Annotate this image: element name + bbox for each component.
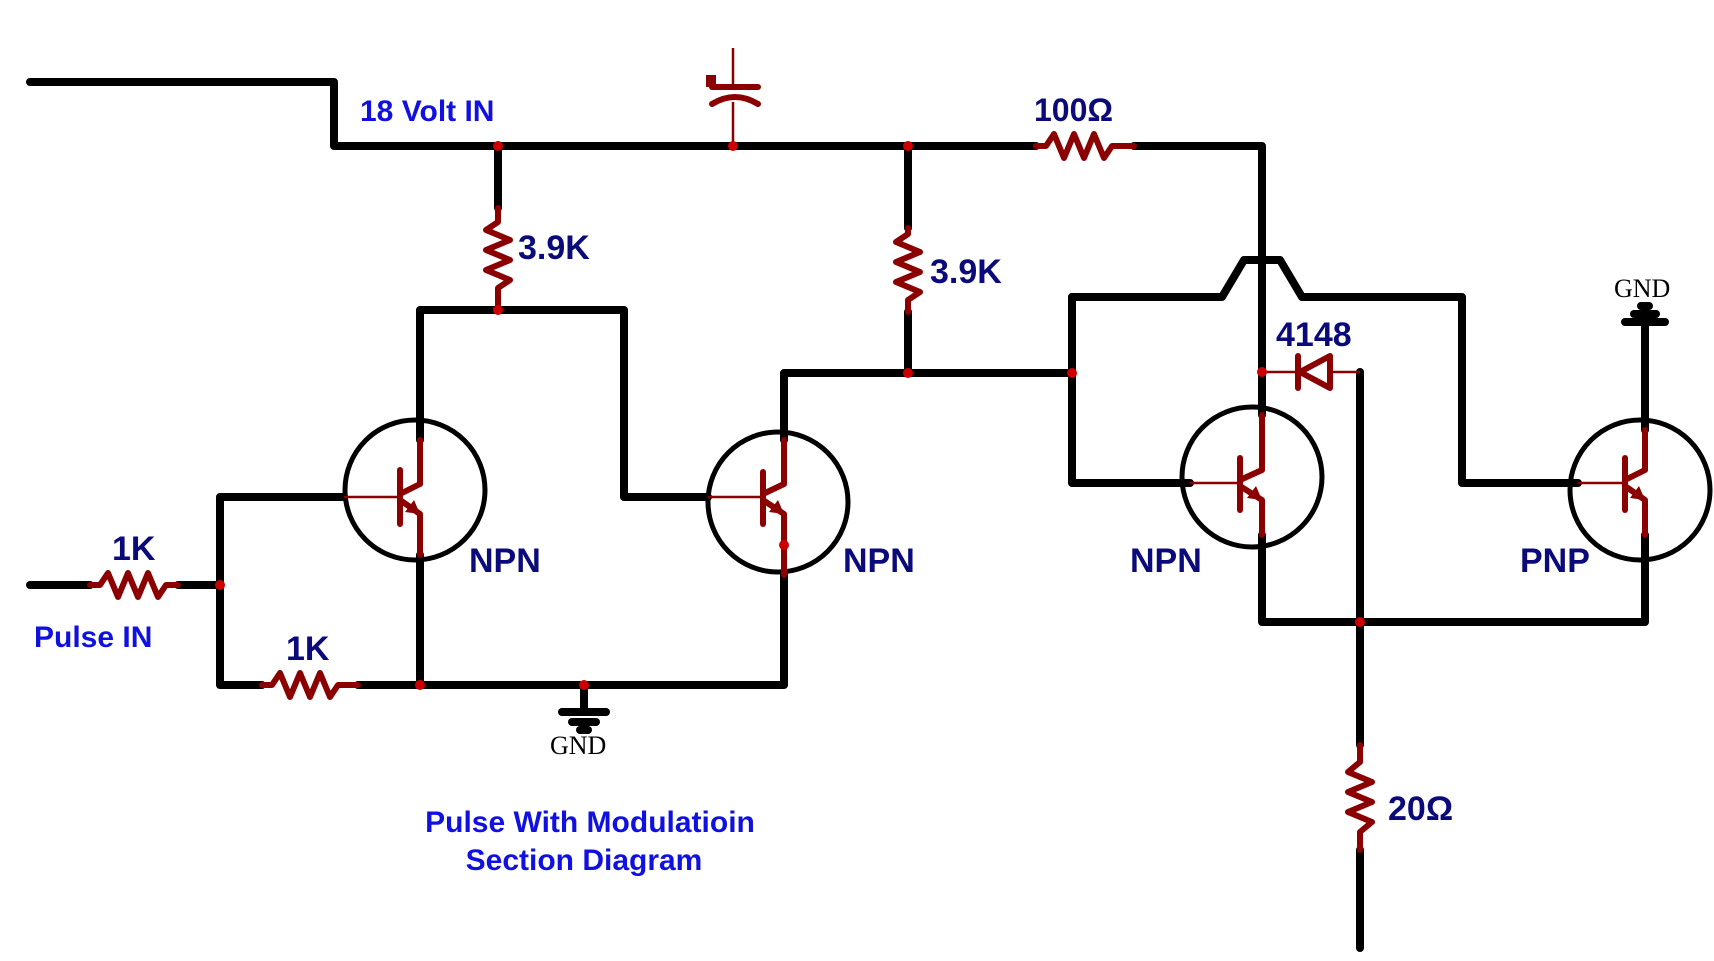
label-resistor-bias: 1K (286, 630, 330, 668)
resistor-bias (259, 670, 361, 700)
transistor-q2-body (705, 429, 851, 575)
resistors (87, 131, 1375, 853)
q1-base-net (216, 493, 348, 689)
capacitor (706, 48, 761, 146)
label-resistor-output: 20Ω (1388, 790, 1453, 828)
transistor-q3-body (1179, 404, 1325, 550)
label-pulse-in: Pulse IN (34, 621, 152, 654)
label-transistor-2: NPN (843, 542, 915, 580)
wires (26, 78, 1649, 952)
caption-line-1: Pulse With Modulatioin (425, 806, 755, 839)
label-resistor-collector-2: 3.9K (930, 253, 1002, 291)
q2-collector-net (780, 369, 1076, 444)
transistor-q1-body (342, 417, 488, 563)
transistor-q2 (705, 429, 851, 578)
label-supply: 18 Volt IN (360, 95, 494, 128)
transistor-q3 (1179, 404, 1325, 550)
crossover-wire (1068, 256, 1582, 487)
ground-rail (416, 551, 788, 689)
label-transistor-3: NPN (1130, 542, 1202, 580)
label-ground-2: GND (1614, 274, 1670, 303)
transistor-q4 (1567, 417, 1713, 563)
caption-line-2: Section Diagram (466, 844, 703, 877)
output-net (1258, 531, 1649, 626)
junction-dots (215, 141, 1365, 690)
transistor-q1 (342, 417, 488, 563)
label-transistor-1: NPN (469, 542, 541, 580)
resistor-collector-2 (893, 225, 923, 315)
resistor-output (1345, 742, 1375, 853)
ground-symbol-1 (558, 681, 610, 734)
resistor-collector-1 (483, 205, 513, 313)
label-ground-1: GND (550, 731, 606, 760)
q3-base-net (1068, 293, 1194, 487)
supply-rail-right (1130, 142, 1266, 419)
ground-symbol-2 (1621, 302, 1669, 349)
transistor-q4-body (1567, 417, 1713, 563)
label-resistor-collector-1: 3.9K (518, 229, 590, 267)
q1-collector-net (416, 306, 712, 501)
label-resistor-top: 100Ω (1034, 92, 1113, 128)
label-resistor-input: 1K (112, 530, 156, 568)
resistor-top (1033, 131, 1137, 161)
diode (1262, 353, 1360, 391)
label-transistor-4: PNP (1520, 542, 1590, 580)
supply-input-wire (26, 78, 1040, 150)
resistor-input (87, 570, 181, 600)
label-diode: 4148 (1276, 316, 1352, 354)
